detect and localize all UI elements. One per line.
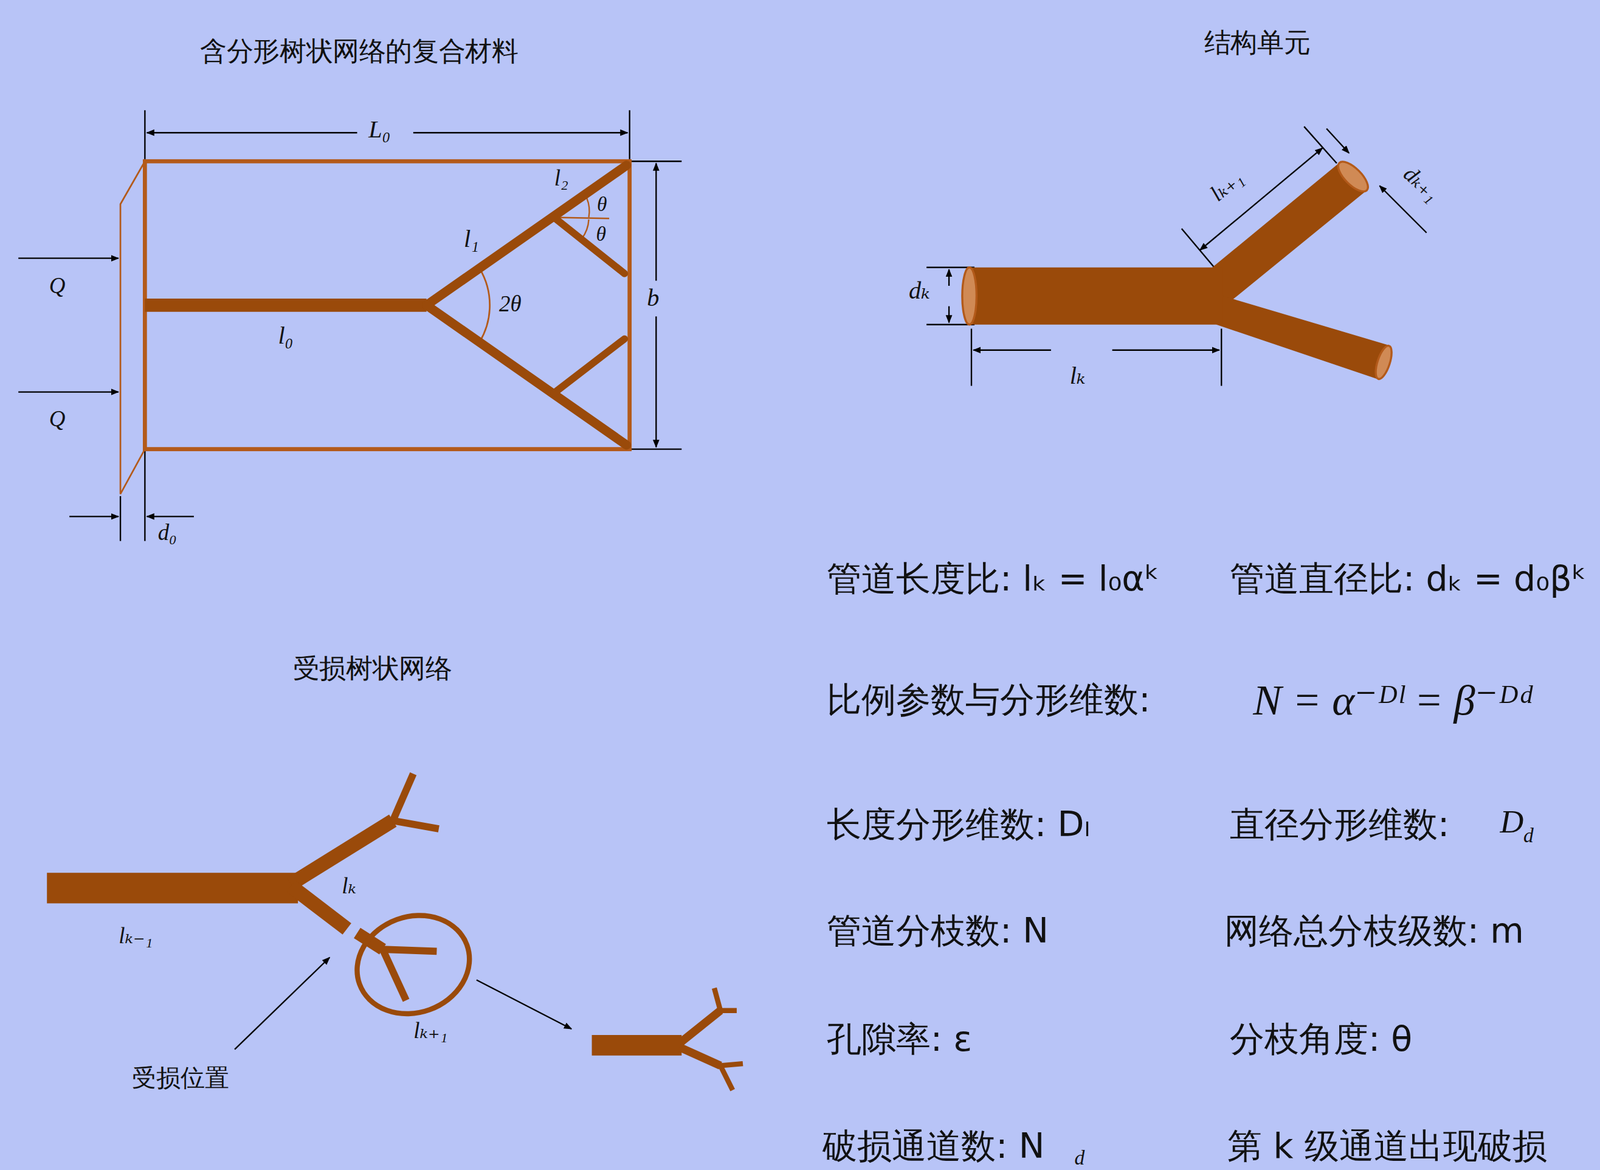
label: 受损位置 [131,1063,230,1091]
label: lₖ [1069,362,1086,390]
label: 管道长度比: lₖ = l₀αᵏ [826,559,1160,598]
label: lₖ₋₁ [118,923,153,949]
label: 分枝角度: θ [1229,1019,1413,1058]
label: 直径分形维数: [1229,805,1450,844]
label: L₀ [368,116,391,143]
label: l₂ [554,165,569,191]
label: d [1523,823,1534,847]
label: d₀ [158,520,177,546]
label: 第 k 级通道出现破损 [1227,1127,1548,1166]
label: 管道直径比: dₖ = d₀βᵏ [1229,559,1587,598]
label: 结构单元 [1204,28,1311,58]
label: θ [595,222,606,245]
label: 受损树状网络 [293,653,453,683]
label: l₁ [463,225,480,253]
label: lₖ [341,873,357,899]
label: 2θ [499,291,522,317]
label: dₖ [908,277,931,304]
label: 网络总分枝级数: m [1224,911,1524,950]
label: b [646,284,659,312]
label: dₖ₊₁ [1398,161,1445,207]
label: l₀ [277,322,294,349]
label: 管道分枝数: N [826,911,1049,950]
label: θ [596,192,607,216]
label: 比例参数与分形维数: [826,680,1151,720]
label: 破损通道数: N [822,1127,1045,1166]
label: 长度分形维数: Dₗ [826,805,1090,844]
label: 含分形树状网络的复合材料 [200,36,519,66]
label: lₖ₊₁ [413,1018,448,1044]
label: Q [49,407,66,433]
label: lₖ₊₁ [1205,165,1248,207]
label: d [1074,1145,1086,1169]
label: D [1499,803,1524,840]
label: Q [49,273,66,299]
label: 孔隙率: ε [826,1019,973,1058]
label: N = α⁻ᴰˡ = β⁻ᴰᵈ [1252,676,1532,725]
